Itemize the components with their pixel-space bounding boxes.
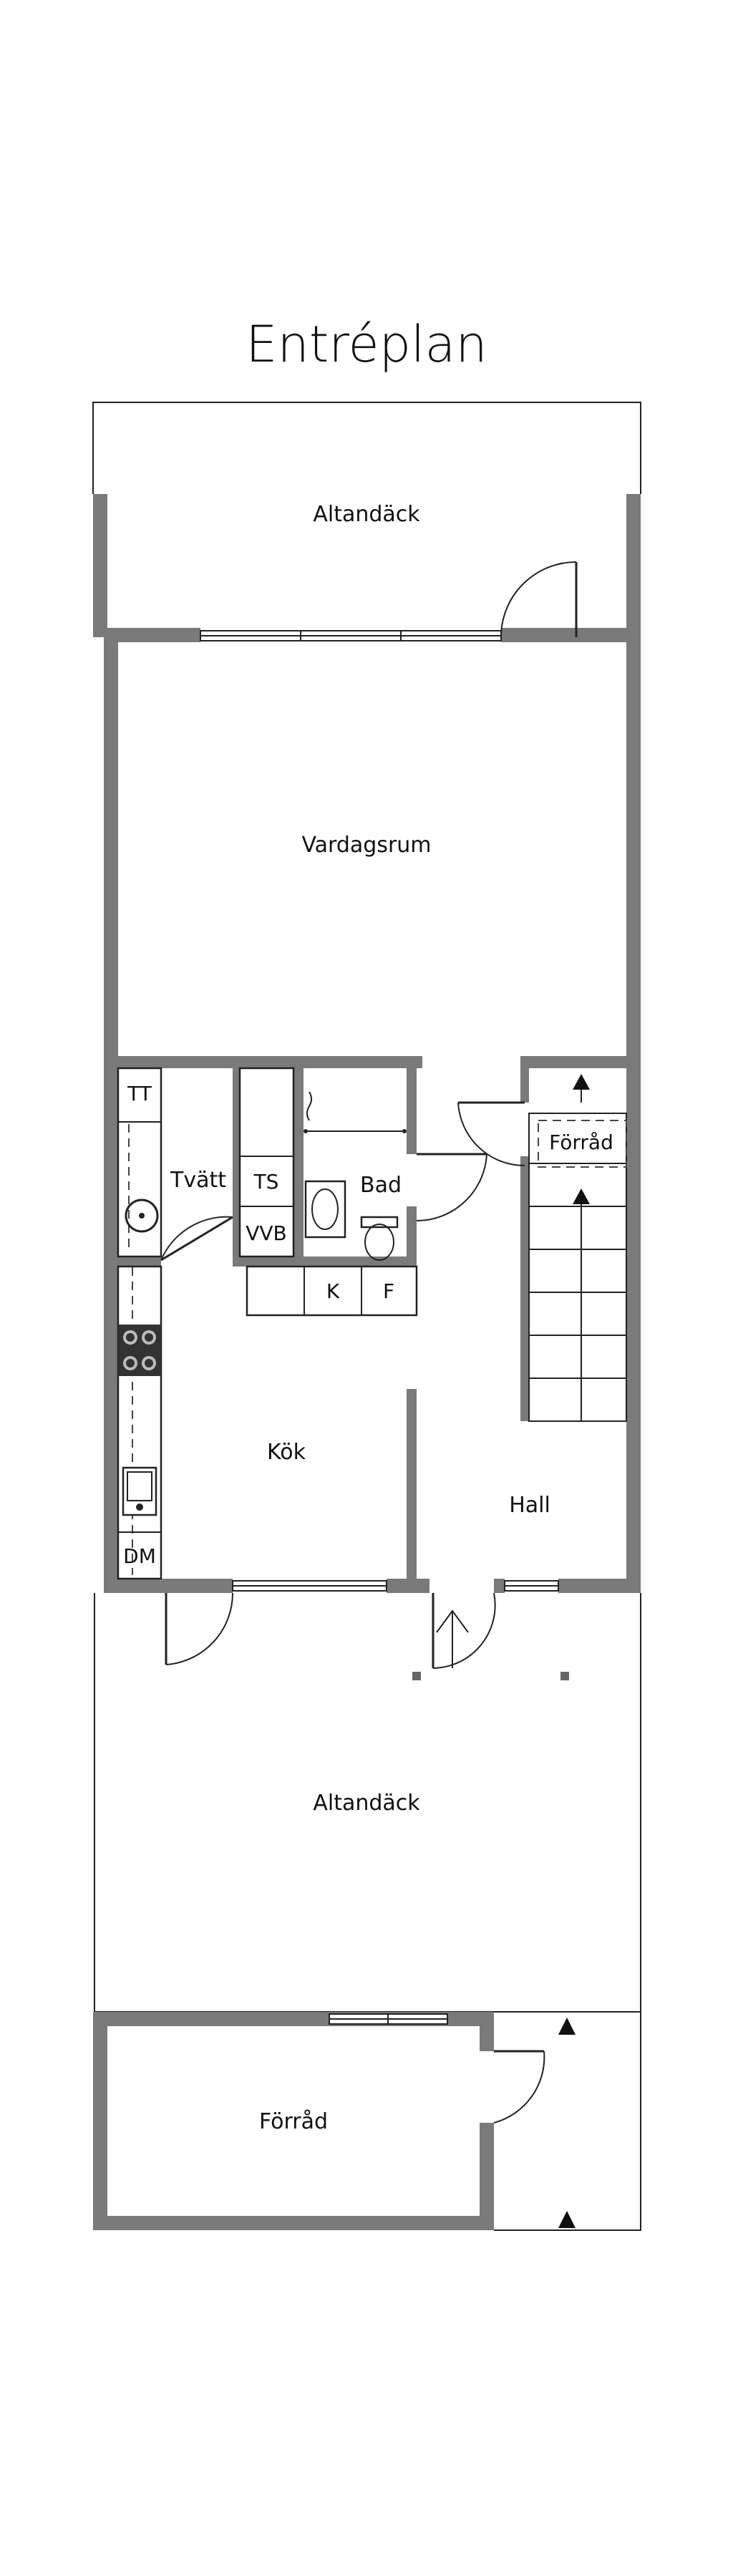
fixture-label-f: F <box>383 1279 394 1303</box>
window-top-living <box>200 630 502 641</box>
door-laundry <box>160 1216 233 1262</box>
room-label-altandack-top: Altandäck <box>313 502 420 527</box>
window-hall <box>504 1580 559 1592</box>
fixture-label-tt: TT <box>127 1082 152 1105</box>
room-label-tvatt: Tvätt <box>170 1168 226 1193</box>
cabinets-k-f <box>246 1265 418 1317</box>
bath-fixtures <box>304 1091 407 1261</box>
room-label-bad: Bad <box>360 1173 402 1198</box>
door-kitchen-patio <box>165 1592 234 1665</box>
fixture-label-dm: DM <box>123 1544 156 1568</box>
door-entrance <box>432 1592 496 1669</box>
laundry-fixtures <box>117 1067 295 1258</box>
staircase <box>528 1074 627 1422</box>
room-label-hall: Hall <box>509 1493 550 1518</box>
fixture-label-ts: TS <box>253 1170 279 1193</box>
fixture-label-k: K <box>326 1279 340 1303</box>
door-top-deck <box>500 561 578 637</box>
room-label-forrad-shed: Förråd <box>259 2109 328 2134</box>
door-stair-storage <box>457 1101 525 1167</box>
plan-title: Entréplan <box>246 315 487 374</box>
room-label-vardagsrum: Vardagsrum <box>301 833 431 858</box>
house-walls <box>104 628 641 1593</box>
fixture-label-vvb: VVB <box>246 1221 287 1245</box>
window-kitchen <box>232 1580 387 1592</box>
room-label-altandack-bottom: Altandäck <box>313 1791 420 1816</box>
door-bath <box>416 1153 487 1222</box>
top-deck <box>92 402 641 637</box>
storage-shed <box>93 2011 641 2231</box>
room-label-forrad-stair: Förråd <box>549 1130 613 1154</box>
kitchen-counter <box>117 1265 162 1580</box>
room-label-kok: Kök <box>267 1440 306 1465</box>
